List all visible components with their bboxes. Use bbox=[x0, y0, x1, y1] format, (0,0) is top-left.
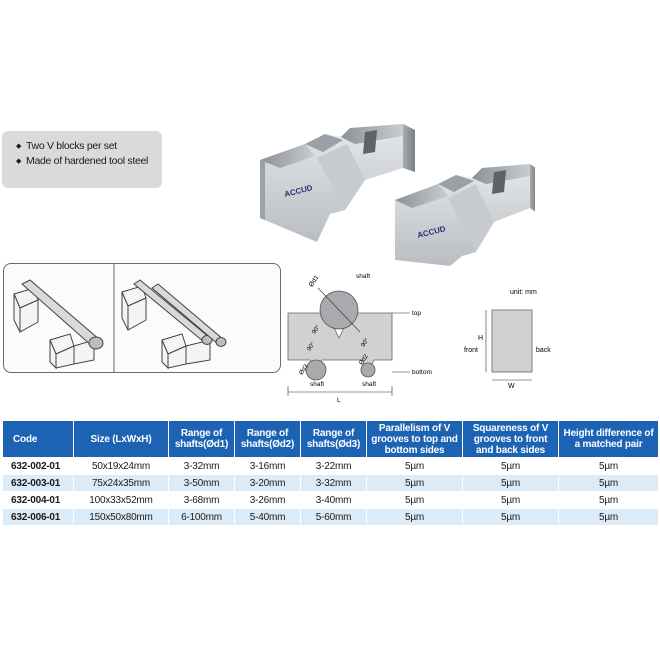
d3-label: Ød3 bbox=[298, 363, 310, 376]
feature-item: ◆ Two V blocks per set bbox=[16, 139, 162, 154]
table-cell: 3-32mm bbox=[300, 474, 367, 492]
d2-label: Ød2 bbox=[358, 353, 370, 366]
table-cell: 3-68mm bbox=[168, 491, 235, 509]
feature-list: ◆ Two V blocks per set ◆ Made of hardened … bbox=[2, 131, 162, 169]
table-cell: 6-100mm bbox=[168, 508, 235, 526]
table-header-row: Code Size (LxWxH) Range of shafts(Ød1) R… bbox=[2, 420, 659, 458]
column-header: Code bbox=[2, 420, 74, 458]
shaft-label-left: shaft bbox=[310, 381, 324, 388]
column-header: Size (LxWxH) bbox=[73, 420, 169, 458]
table-row: 632-002-01 50x19x24mm 3-32mm 3-16mm 3-22… bbox=[2, 457, 659, 475]
column-header: Parallelism of V grooves to top and bott… bbox=[366, 420, 463, 458]
spec-table: Code Size (LxWxH) Range of shafts(Ød1) R… bbox=[2, 420, 659, 526]
height-label: H bbox=[478, 335, 483, 342]
table-cell: 5µm bbox=[366, 457, 463, 475]
usage-illustration bbox=[3, 263, 281, 373]
d1-label: Ød1 bbox=[308, 274, 321, 288]
table-cell: 5µm bbox=[558, 491, 659, 509]
table-row: 632-004-01 100x33x52mm 3-68mm 3-26mm 3-4… bbox=[2, 491, 659, 509]
table-cell: 5-60mm bbox=[300, 508, 367, 526]
table-cell: 3-50mm bbox=[168, 474, 235, 492]
table-cell: 3-26mm bbox=[234, 491, 301, 509]
table-cell: 5µm bbox=[558, 474, 659, 492]
angle-label-top: 90° bbox=[311, 324, 321, 335]
code-cell: 632-004-01 bbox=[2, 491, 74, 509]
table-cell: 50x19x24mm bbox=[73, 457, 169, 475]
table-cell: 5µm bbox=[366, 491, 463, 509]
table-cell: 5µm bbox=[366, 474, 463, 492]
feature-item: ◆ Made of hardened tool steel bbox=[16, 154, 162, 169]
code-cell: 632-002-01 bbox=[2, 457, 74, 475]
usage-drawing bbox=[13, 264, 227, 372]
table-cell: 5µm bbox=[462, 457, 559, 475]
bottom-label: bottom bbox=[412, 369, 432, 376]
column-header: Squareness of V grooves to front and bac… bbox=[462, 420, 559, 458]
table-cell: 100x33x52mm bbox=[73, 491, 169, 509]
unit-label: unit: mm bbox=[510, 289, 537, 296]
column-header: Range of shafts(Ød1) bbox=[168, 420, 235, 458]
table-cell: 5µm bbox=[558, 508, 659, 526]
column-header: Range of shafts(Ød2) bbox=[234, 420, 301, 458]
diamond-bullet-icon: ◆ bbox=[16, 158, 22, 165]
table-cell: 3-20mm bbox=[234, 474, 301, 492]
code-cell: 632-006-01 bbox=[2, 508, 74, 526]
table-cell: 150x50x80mm bbox=[73, 508, 169, 526]
table-cell: 5µm bbox=[462, 491, 559, 509]
table-cell: 5µm bbox=[366, 508, 463, 526]
diamond-bullet-icon: ◆ bbox=[16, 143, 22, 150]
length-label: L bbox=[337, 397, 341, 404]
v-block-photo-right: ACCUD bbox=[395, 164, 535, 266]
width-label: W bbox=[508, 383, 515, 390]
column-header: Height difference of a matched pair bbox=[558, 420, 659, 458]
top-label: top bbox=[412, 310, 421, 317]
table-cell: 3-16mm bbox=[234, 457, 301, 475]
technical-drawing: Ød1 shaft 90° 90° 90° Ød3 Ød2 shaft shaf… bbox=[287, 273, 432, 404]
feature-box: ◆ Two V blocks per set ◆ Made of hardened … bbox=[2, 131, 162, 188]
angle-label-left: 90° bbox=[306, 341, 316, 352]
column-header: Range of shafts(Ød3) bbox=[300, 420, 367, 458]
table-cell: 3-32mm bbox=[168, 457, 235, 475]
table-cell: 3-22mm bbox=[300, 457, 367, 475]
table-cell: 5µm bbox=[462, 508, 559, 526]
shaft-label-top: shaft bbox=[356, 273, 370, 280]
code-cell: 632-003-01 bbox=[2, 474, 74, 492]
table-cell: 5µm bbox=[462, 474, 559, 492]
table-cell: 5-40mm bbox=[234, 508, 301, 526]
feature-text: Two V blocks per set bbox=[26, 140, 117, 152]
product-photo: ACCUD ACCUD bbox=[260, 124, 535, 266]
end-view-drawing: unit: mm H W front back bbox=[464, 289, 551, 390]
table-cell: 3-40mm bbox=[300, 491, 367, 509]
angle-label-right: 90° bbox=[360, 337, 370, 348]
back-label: back bbox=[536, 347, 551, 354]
shaft-label-right: shaft bbox=[362, 381, 376, 388]
v-block-photo-left: ACCUD bbox=[260, 124, 415, 242]
table-row: 632-003-01 75x24x35mm 3-50mm 3-20mm 3-32… bbox=[2, 474, 659, 492]
table-row: 632-006-01 150x50x80mm 6-100mm 5-40mm 5-… bbox=[2, 508, 659, 526]
front-label: front bbox=[464, 347, 478, 354]
table-cell: 5µm bbox=[558, 457, 659, 475]
table-cell: 75x24x35mm bbox=[73, 474, 169, 492]
feature-text: Made of hardened tool steel bbox=[26, 155, 149, 167]
